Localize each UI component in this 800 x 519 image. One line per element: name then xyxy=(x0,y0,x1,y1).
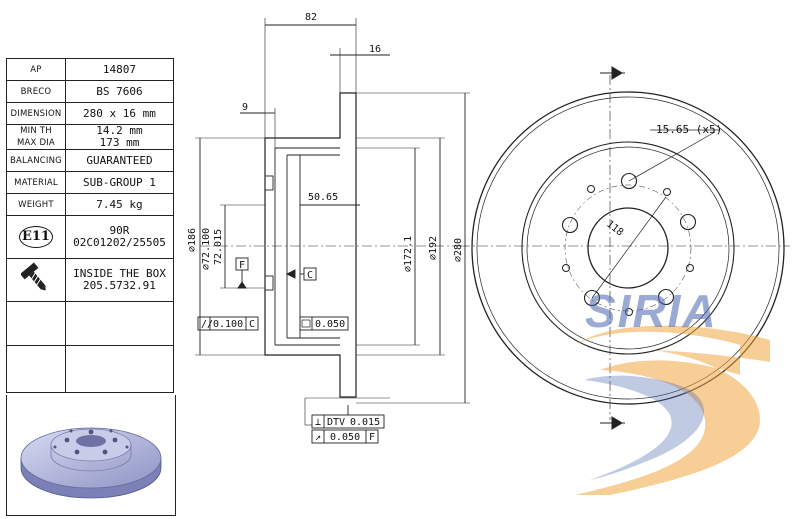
dim-dia-186: ∅186 xyxy=(187,228,198,252)
datum-markers xyxy=(197,257,390,444)
spec-value-max-dia: 173 mm xyxy=(99,136,140,149)
box-line2: 205.5732.91 xyxy=(83,279,156,292)
dim-dia-72-100: ∅72.100 xyxy=(201,228,212,270)
siria-logo: SIRIA xyxy=(575,285,770,495)
screw-icon xyxy=(20,261,46,290)
approval-number: 02C01202/25505 xyxy=(73,236,166,249)
spec-value-material: SUB-GROUP 1 xyxy=(64,171,175,194)
dtv-symbol: ⊥ xyxy=(315,417,321,428)
spec-value-minmax: 14.2 mm 173 mm xyxy=(64,124,175,150)
spec-label-max-dia: MAX DIA xyxy=(16,138,55,148)
dim-dia-280: ∅280 xyxy=(453,238,464,262)
e11-approval-mark: E11 xyxy=(18,226,53,248)
runout-ref: F xyxy=(369,432,375,443)
tol-parallel-value: 0.100 xyxy=(213,319,243,330)
screw-icon-cell xyxy=(6,258,66,302)
spec-label-min-th: MIN TH xyxy=(20,126,52,136)
siria-logo-text: SIRIA xyxy=(585,285,718,337)
tol-parallel-ref: C xyxy=(249,319,255,330)
dtv-value: 0.015 xyxy=(350,417,380,428)
box-line1: INSIDE THE BOX xyxy=(73,267,166,280)
flatness-symbol xyxy=(301,319,311,328)
runout-symbol: ↗ xyxy=(315,432,321,443)
dim-72-015: 72.015 xyxy=(213,229,224,265)
datum-c: C xyxy=(307,270,313,281)
datum-f: F xyxy=(239,260,245,271)
vertical-dimensions xyxy=(195,92,470,404)
approval-cell: 90R 02C01202/25505 xyxy=(64,215,175,259)
disc-thumbnail-frame xyxy=(6,395,176,516)
runout-value: 0.050 xyxy=(330,432,360,443)
dim-9: 9 xyxy=(242,102,248,113)
dim-16: 16 xyxy=(369,44,381,55)
empty-cell-b2 xyxy=(64,345,175,393)
dim-pcd-118: 118 xyxy=(604,219,625,239)
top-dimensions xyxy=(240,18,390,148)
spec-value-weight: 7.45 kg xyxy=(64,193,175,216)
parallel-symbol: // xyxy=(201,319,213,330)
approval-code: 90R xyxy=(109,224,130,237)
front-view xyxy=(460,66,790,430)
dim-82: 82 xyxy=(305,12,317,23)
dimension-labels: 82 16 9 50.65 ∅186 ∅72.100 72.015 ∅172.1… xyxy=(187,12,722,443)
dtv-label: DTV xyxy=(327,417,345,428)
dim-dia-192: ∅192 xyxy=(428,236,439,260)
tol-flat-value: 0.050 xyxy=(315,319,345,330)
dim-holes: 15.65 (x5) xyxy=(656,123,722,136)
spec-value-min-th: 14.2 mm xyxy=(96,124,143,137)
box-cell: INSIDE THE BOX 205.5732.91 xyxy=(64,258,175,302)
disc-3d-thumbnail xyxy=(20,427,162,499)
spec-table: AP 14807 BRECO BS 7606 DIMENSION 280 x 1… xyxy=(6,58,175,393)
dim-50-65: 50.65 xyxy=(308,192,338,203)
cross-section-view xyxy=(200,92,470,398)
dim-dia-172-1: ∅172.1 xyxy=(403,236,414,272)
